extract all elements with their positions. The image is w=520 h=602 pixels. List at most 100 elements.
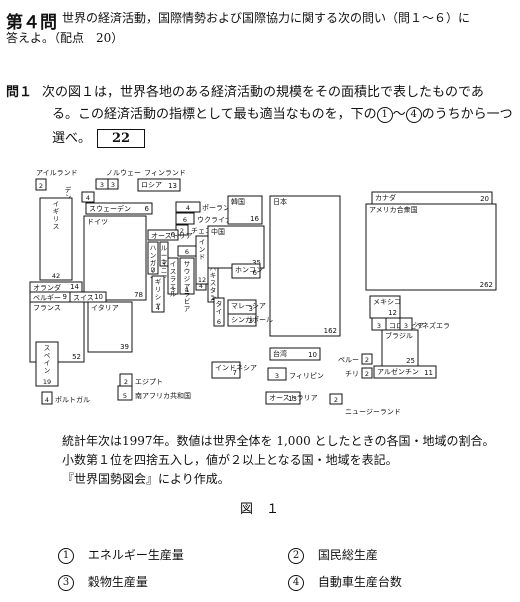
region-name-char: キ [210,272,217,280]
region-name-char: リ [155,286,162,294]
region-value: 3 [111,181,115,189]
choice-range-sep: ～ [392,107,406,122]
region-name-char: ラ [170,275,177,283]
region-value: 3 [249,305,253,313]
region-box [39,197,73,281]
region-value: 10 [94,293,103,301]
region-value: 11 [424,369,433,377]
figure-note-1: 統計年次は1997年。数値は世界全体を 1,000 としたときの各国・地域の割合… [62,434,495,448]
region-value: 35 [252,259,261,267]
region-name-char: シ [155,293,162,301]
region-name: ポーランド [202,204,237,212]
region-name-char: ン [65,193,72,201]
region-box [207,225,265,269]
region-name: ニュージーランド [345,408,401,416]
region-name-char: ル [161,244,168,252]
region-box [35,178,47,191]
region-name-char: ド [199,253,206,261]
figure-note-3: 『世界国勢図会』により作成。 [62,472,230,486]
region-name-char: ン [150,252,157,260]
choice-range-end: 4 [405,106,422,123]
region-box [269,347,321,361]
choice-3-label: 穀物生産量 [87,575,148,589]
region-box [227,195,263,225]
region-value: 2 [124,378,128,386]
region-name: 韓国 [231,197,245,206]
region-name-char: イ [53,200,60,208]
choice-1[interactable]: 1 エネルギー生産量 [58,546,184,564]
region-value: 262 [480,281,493,289]
region-value: 10 [308,351,317,359]
region-box [371,317,387,331]
region-box [147,241,159,275]
region-name-char: ス [170,268,177,276]
region-value: 13 [168,182,177,190]
region-value: 3 [377,322,381,330]
region-name-char: リ [150,267,157,275]
choice-2[interactable]: 2 国民総生産 [288,546,378,564]
region-name: 南アフリカ共和国 [135,391,191,400]
region-name-char: タ [210,286,217,295]
region-value: 6 [253,269,258,277]
region-name-char: イ [199,238,206,246]
choice-3[interactable]: 3 穀物生産量 [58,573,148,591]
question-label: 問１ [6,85,33,100]
region-box [147,229,179,241]
region-value: 6 [171,231,176,239]
region-value: 3 [275,372,279,380]
region-name-char: ウ [184,268,191,276]
region-name: フランス [33,304,61,312]
region-name-char: ラ [184,290,191,298]
region-box [231,263,261,279]
region-name: シンガポール [231,315,273,324]
region-box [83,215,147,301]
region-value: 2 [365,356,369,364]
choice-4[interactable]: 4 自動車生産台数 [288,573,402,591]
region-name: アメリカ合衆国 [369,205,418,214]
figure-note-2: 小数第１位を四捨五入し，値が２以上となる国・地域を表記。 [62,453,398,467]
region-name-char: ア [184,283,191,291]
region-box [381,329,419,367]
region-name-char: ガ [150,258,157,267]
region-name: インドネシア [215,364,257,372]
region-value: 3 [100,181,104,189]
region-value: 25 [406,357,415,365]
region-value: 5 [123,392,127,400]
choice-4-number: 4 [288,574,304,591]
region-name-char: ン [44,367,51,375]
region-name-char: リ [53,215,60,223]
region-value: 2 [365,370,369,378]
region-name-char: エ [170,283,177,291]
region-value: 6 [183,216,187,224]
region-value: 6 [217,318,221,326]
region-name: フィンランド [144,169,186,177]
region-name: ノルウェー [106,169,141,177]
region-box [267,367,287,381]
region-name: アルゼンチン [377,367,419,376]
region-name: スウェーデン [89,204,131,213]
region-box [365,203,497,291]
region-value: 6 [145,205,150,213]
choice-3-number: 3 [58,574,74,591]
region-box [87,301,133,353]
region-box [329,393,343,405]
region-value: 12 [388,309,397,317]
region-name: ロシア [141,181,162,189]
region-value: 78 [134,291,143,299]
region-value: 4 [199,282,203,290]
region-name-char: ジ [184,275,191,283]
region-name: エジプト [135,378,163,386]
region-value: 16 [250,215,259,223]
region-box [227,313,257,327]
choice-range-start: 1 [376,106,393,123]
region-value: 52 [72,353,81,361]
region-name-char: タ [216,299,223,308]
choice-4-label: 自動車生産台数 [317,575,402,589]
region-name: フィリピン [289,372,324,380]
region-name-char: ャ [155,301,162,309]
region-box [81,191,95,203]
region-name: 中国 [211,227,225,236]
region-value: 4 [156,304,160,312]
